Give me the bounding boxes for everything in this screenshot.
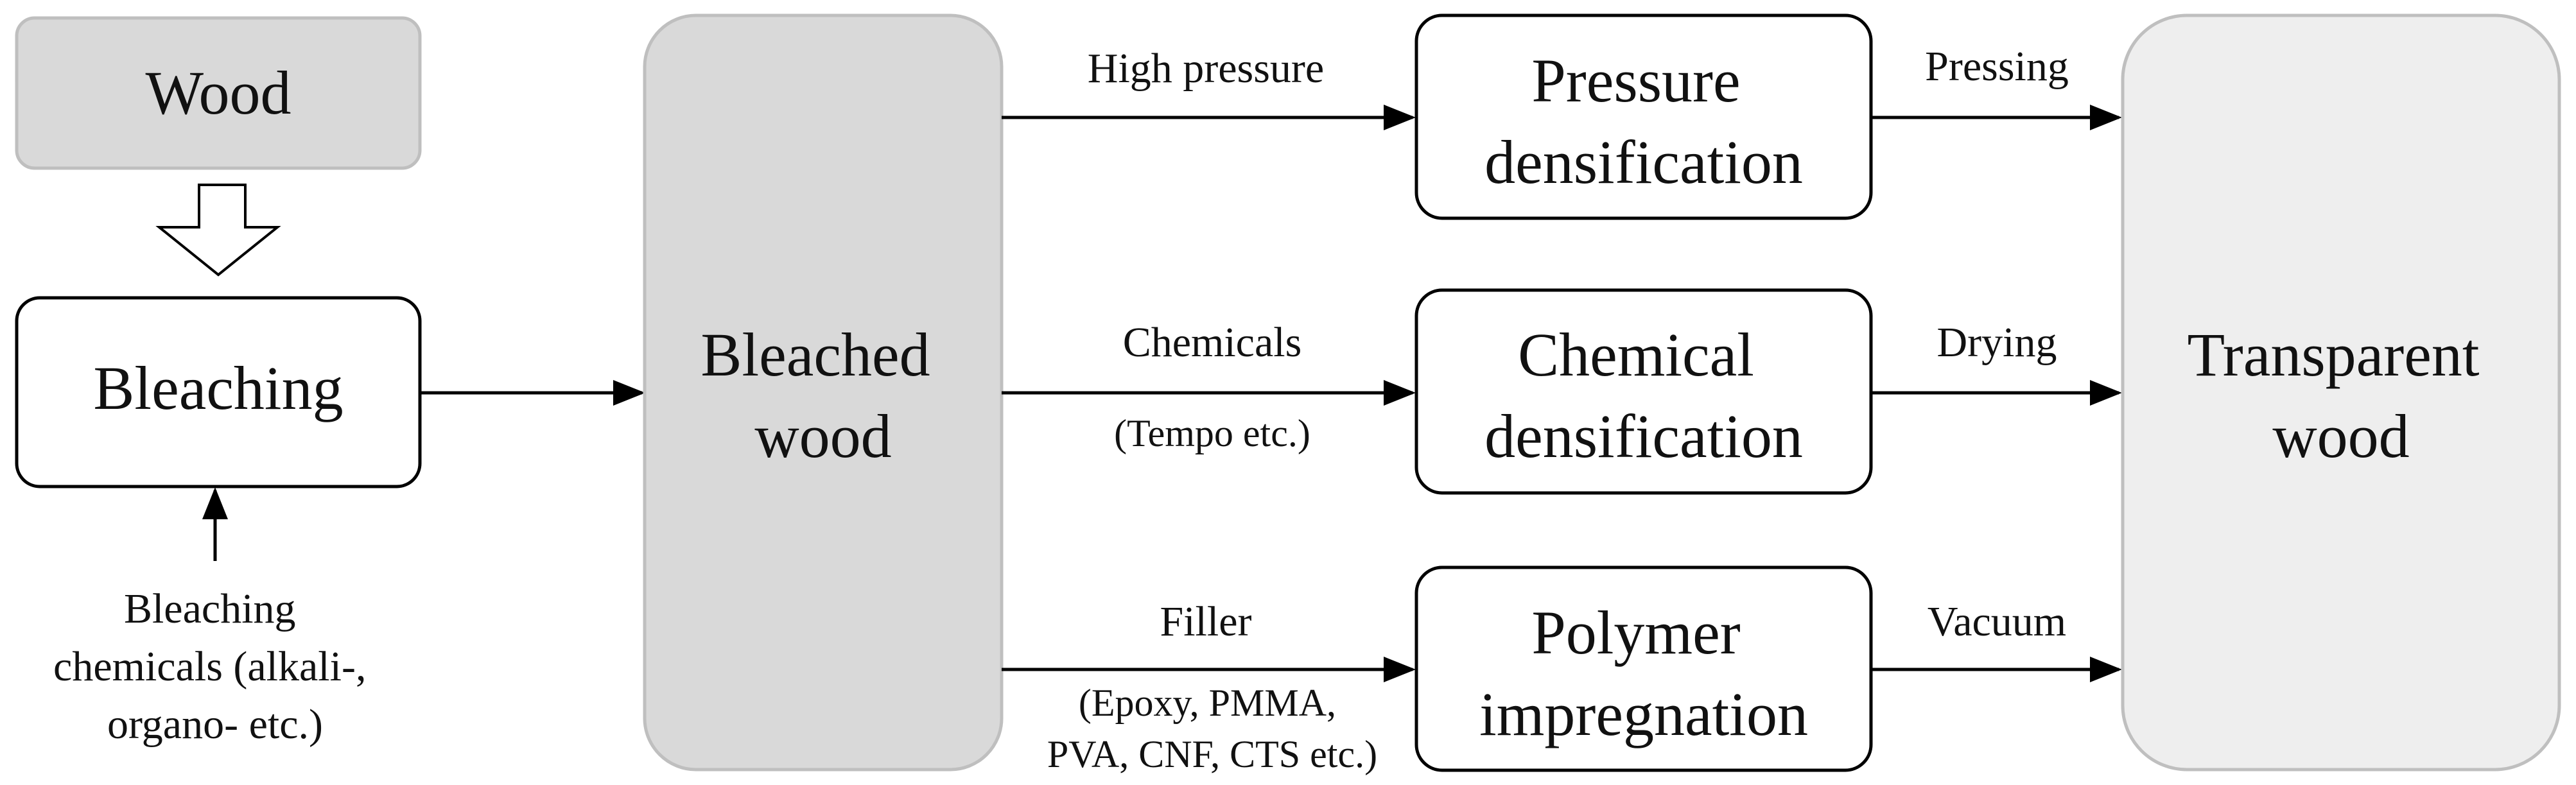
drying-label: Drying — [1937, 319, 2057, 366]
bleached-wood-box — [643, 13, 1004, 772]
bleached-wood-line-2: wood — [754, 402, 891, 470]
pressing-label: Pressing — [1925, 43, 2069, 90]
pressure-densification-line-1: Pressure — [1531, 46, 1740, 115]
transparent-wood-label: Transparent wood — [2187, 320, 2494, 470]
vacuum-label: Vacuum — [1928, 598, 2066, 645]
high-pressure-label: High pressure — [1088, 45, 1324, 92]
wood-box — [15, 16, 422, 170]
wood-label: Wood — [146, 58, 292, 127]
filler-label: Filler — [1160, 598, 1252, 645]
pressure-densification-line-2: densification — [1484, 128, 1803, 196]
chemical-densification-label: Chemical densification — [1484, 320, 1803, 470]
chemicals-note: (Tempo etc.) — [1114, 412, 1310, 454]
chemical-densification-line-2: densification — [1484, 402, 1803, 470]
filler-note-line-2: PVA, CNF, CTS etc.) — [1047, 733, 1377, 775]
chemicals-label: Chemicals — [1123, 319, 1302, 366]
bleaching-chemicals-line-3: organo- etc.) — [107, 701, 323, 748]
transparent-wood-line-2: wood — [2272, 402, 2409, 470]
bleaching-chemicals-label: Bleaching chemicals (alkali-, organo- et… — [53, 585, 377, 748]
bleached-wood-line-1: Bleached — [701, 320, 930, 389]
chemical-densification-line-1: Chemical — [1518, 320, 1754, 389]
pressure-densification-label: Pressure densification — [1484, 46, 1803, 196]
bleaching-chemicals-line-2: chemicals (alkali-, — [53, 643, 366, 690]
polymer-impregnation-label: Polymer impregnation — [1479, 598, 1808, 748]
filler-note-line-1: (Epoxy, PMMA, — [1079, 682, 1336, 724]
bleaching-label: Bleaching — [93, 354, 343, 422]
polymer-impregnation-line-1: Polymer — [1531, 598, 1740, 667]
hollow-down-arrow-icon — [155, 184, 281, 277]
transparent-wood-box — [2121, 13, 2561, 772]
bleached-wood-label: Bleached wood — [701, 320, 945, 470]
bleaching-chemicals-line-1: Bleaching — [124, 585, 296, 632]
filler-note: (Epoxy, PMMA, PVA, CNF, CTS etc.) — [1047, 682, 1377, 775]
polymer-impregnation-line-2: impregnation — [1479, 680, 1808, 748]
transparent-wood-line-1: Transparent — [2187, 320, 2479, 389]
